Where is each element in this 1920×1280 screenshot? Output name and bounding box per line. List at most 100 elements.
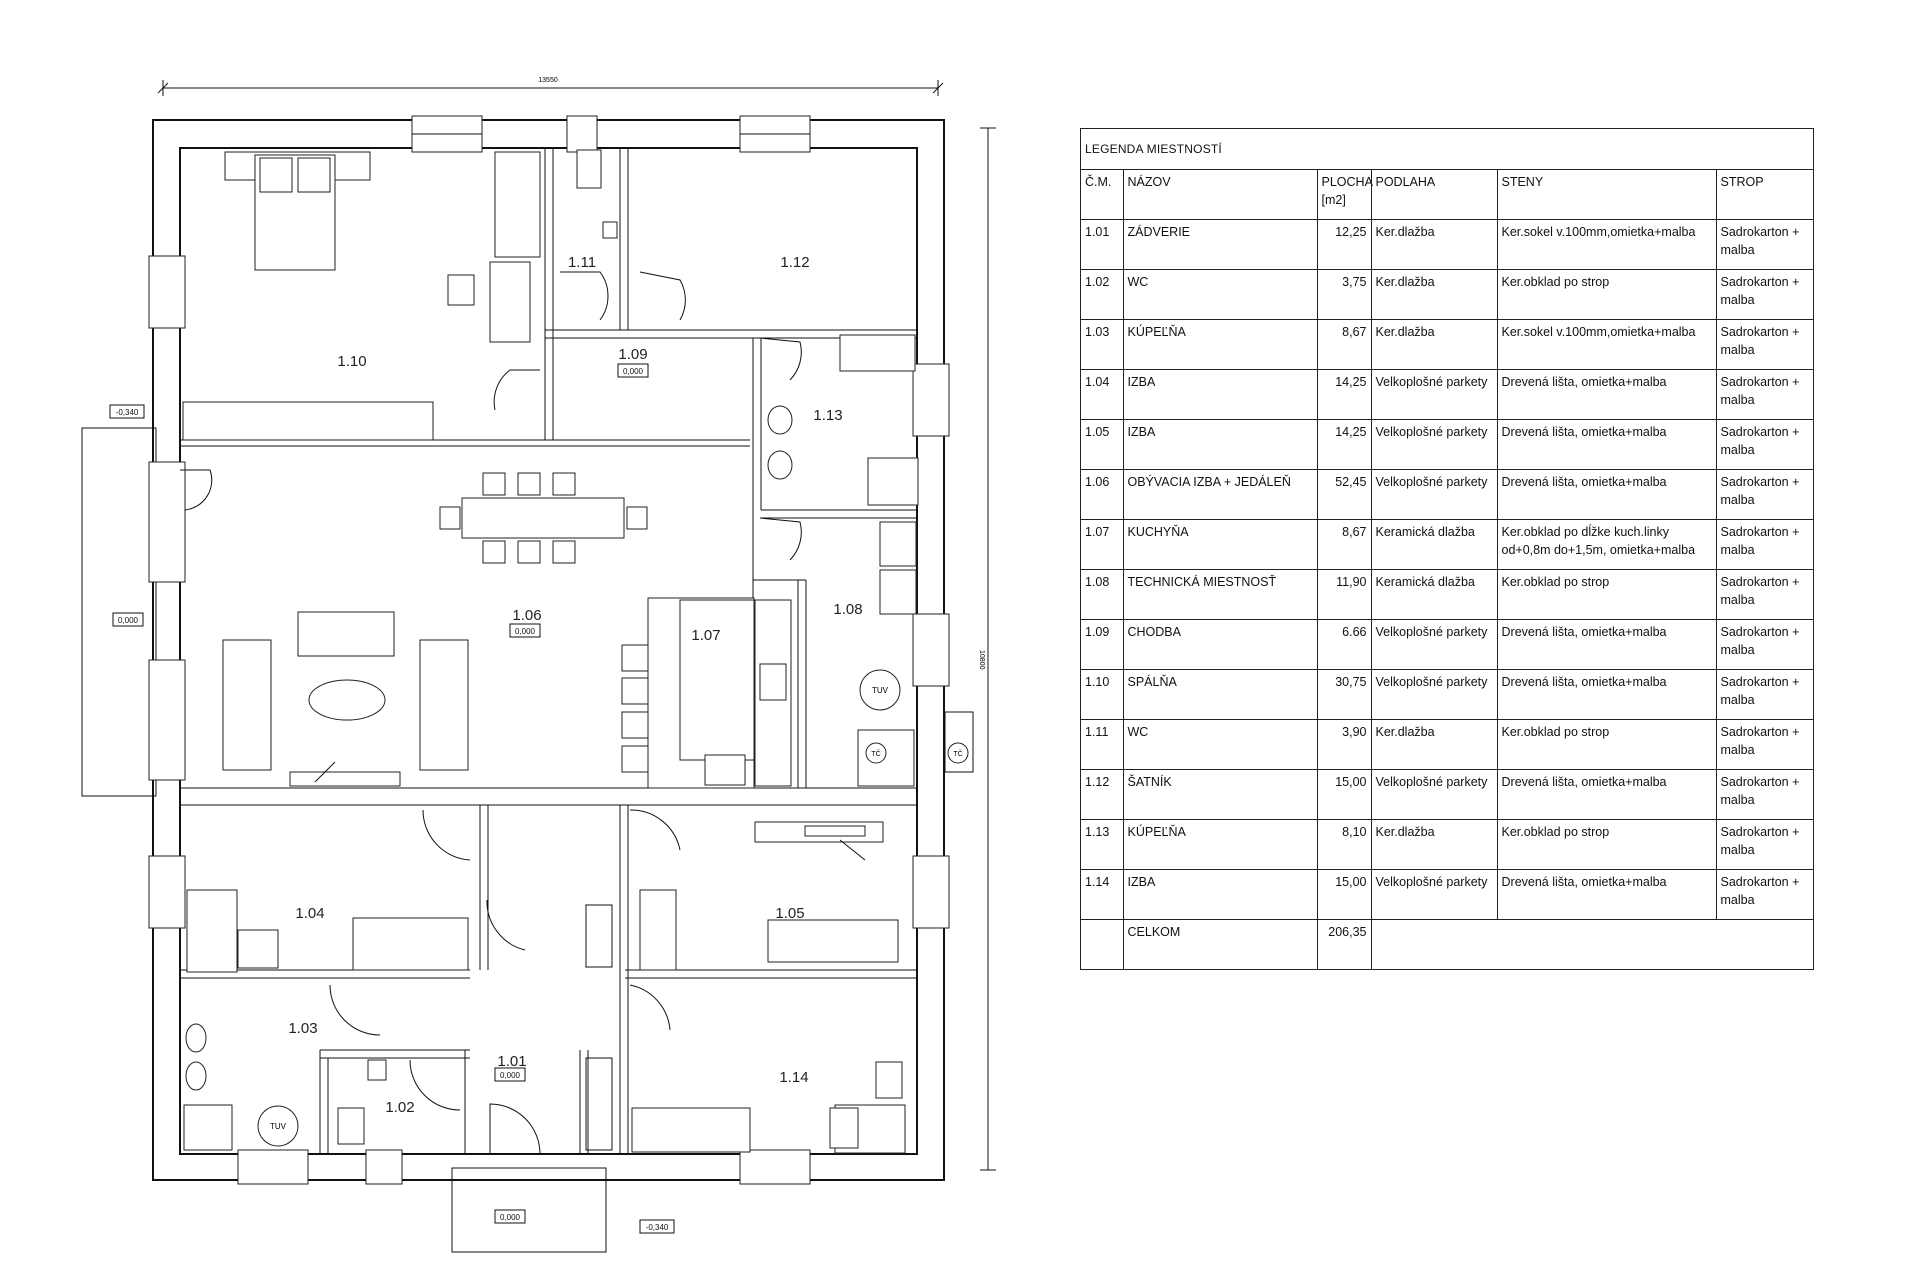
legend-cell-walls: Ker.obklad po strop	[1496, 719, 1717, 770]
kitchen-furniture	[621, 597, 792, 789]
legend-cell-cm: 1.13	[1081, 819, 1124, 870]
height-dimension: 10800	[978, 650, 985, 670]
boiler-label-2: TUV	[270, 1122, 287, 1131]
level-bottom-outside: -0,340	[646, 1223, 669, 1232]
legend-cell-walls: Drevená lišta, omietka+malba	[1496, 369, 1717, 420]
legend-cell-cm: 1.10	[1081, 669, 1124, 720]
legend-cell-walls: Ker.obklad po strop	[1496, 269, 1717, 320]
legend-cell-floor: Ker.dlažba	[1370, 819, 1498, 870]
legend-cell-ceiling: Sadrokarton + malba	[1715, 519, 1813, 570]
legend-cell-name: IZBA	[1122, 419, 1318, 470]
room-label-109: 1.09	[618, 346, 647, 363]
outer-walls	[152, 119, 945, 1181]
heat-pump-label: TČ	[871, 749, 880, 758]
legend-cell-floor: Velkoplošné parkety	[1370, 669, 1498, 720]
boiler-label: TUV	[872, 686, 889, 695]
legend-total-filler	[1370, 919, 1813, 969]
legend-cell-name: KUCHYŇA	[1122, 519, 1318, 570]
legend-cell-walls: Ker.sokel v.100mm,omietka+malba	[1496, 319, 1717, 370]
header-name: NÁZOV	[1122, 170, 1318, 220]
legend-cell-ceiling: Sadrokarton + malba	[1715, 719, 1813, 770]
legend-cell-cm: 1.05	[1081, 419, 1124, 470]
rooms-104-105-furniture	[186, 821, 899, 973]
legend-cell-name: ZÁDVERIE	[1122, 219, 1318, 270]
legend-cell-name: WC	[1122, 719, 1318, 770]
legend-cell-walls: Ker.obklad po strop	[1496, 819, 1717, 870]
legend-cell-walls: Ker.obklad po dĺžke kuch.linky od+0,8m d…	[1496, 519, 1717, 570]
legend-cell-name: IZBA	[1122, 869, 1318, 920]
legend-cell-cm: 1.14	[1081, 869, 1124, 920]
technical-room-equipment: TUV TČ TČ	[857, 521, 969, 787]
legend-cell-walls: Ker.sokel v.100mm,omietka+malba	[1496, 219, 1717, 270]
legend-cell-area: 52,45	[1316, 469, 1372, 520]
legend-cell-walls: Drevená lišta, omietka+malba	[1496, 469, 1717, 520]
legend-cell-cm: 1.11	[1081, 719, 1124, 770]
floor-plan: 13550 10800	[81, 77, 996, 1253]
room-114-furniture	[631, 1061, 906, 1154]
legend-cell-cm: 1.09	[1081, 619, 1124, 670]
legend-cell-name: ŠATNÍK	[1122, 769, 1318, 820]
header-area-2: [m2]	[1321, 193, 1346, 207]
legend-cell-floor: Velkoplošné parkety	[1370, 369, 1498, 420]
legend-cell-floor: Velkoplošné parkety	[1370, 469, 1498, 520]
legend-cell-area: 8,10	[1316, 819, 1372, 870]
legend-cell-area: 8,67	[1316, 319, 1372, 370]
windows	[148, 115, 950, 1185]
level-terrace: 0,000	[118, 616, 139, 625]
legend-cell-ceiling: Sadrokarton + malba	[1715, 669, 1813, 720]
legend-cell-walls: Ker.obklad po strop	[1496, 569, 1717, 620]
legend-cell-ceiling: Sadrokarton + malba	[1715, 319, 1813, 370]
header-walls: STENY	[1496, 170, 1717, 220]
legend-cell-cm: 1.12	[1081, 769, 1124, 820]
room-label-105: 1.05	[775, 905, 804, 922]
legend-cell-area: 6.66	[1316, 619, 1372, 670]
legend-cell-area: 30,75	[1316, 669, 1372, 720]
legend-cell-area: 11,90	[1316, 569, 1372, 620]
legend-cell-area: 14,25	[1316, 419, 1372, 470]
legend-cell-name: KÚPEĽŇA	[1122, 319, 1318, 370]
living-furniture	[222, 472, 648, 787]
legend-cell-floor: Keramická dlažba	[1370, 519, 1498, 570]
legend-cell-area: 3,75	[1316, 269, 1372, 320]
legend-cell-cm: 1.06	[1081, 469, 1124, 520]
room-label-112: 1.12	[780, 254, 809, 271]
legend-cell-ceiling: Sadrokarton + malba	[1715, 369, 1813, 420]
dimension-lines: 13550 10800	[157, 77, 996, 1171]
room-label-104: 1.04	[295, 905, 324, 922]
legend-header-row: Č.M. NÁZOV PLOCHA[m2] PODLAHA STENY STRO…	[1081, 170, 1813, 220]
level-tags: -0,340 0,000 0,000 0,000 0,000 0,000 -0,…	[109, 363, 675, 1234]
room-label-111: 1.11	[568, 254, 596, 271]
legend-cell-area: 3,90	[1316, 719, 1372, 770]
legend-cell-ceiling: Sadrokarton + malba	[1715, 419, 1813, 470]
level-left-outside: -0,340	[116, 408, 139, 417]
legend-cell-ceiling: Sadrokarton + malba	[1715, 619, 1813, 670]
legend-cell-floor: Velkoplošné parkety	[1370, 619, 1498, 670]
bathroom-103-fixtures: TUV	[183, 1023, 387, 1151]
header-ceiling: STROP	[1715, 170, 1813, 220]
legend-cell-walls: Drevená lišta, omietka+malba	[1496, 769, 1717, 820]
room-label-114: 1.14	[779, 1069, 808, 1086]
room-numbers: 1.10 1.11 1.12 1.09 1.13 1.06 1.07 1.08 …	[288, 254, 862, 1116]
legend-cell-floor: Velkoplošné parkety	[1370, 769, 1498, 820]
room-label-110: 1.10	[337, 353, 366, 370]
legend-total-label: CELKOM	[1122, 919, 1318, 969]
room-label-107: 1.07	[691, 627, 720, 644]
room-label-106: 1.06	[512, 607, 541, 624]
room-label-101: 1.01	[497, 1053, 526, 1070]
legend-table: Č.M. NÁZOV PLOCHA[m2] PODLAHA STENY STRO…	[1081, 170, 1813, 969]
legend-cell-floor: Ker.dlažba	[1370, 219, 1498, 270]
legend-cell-ceiling: Sadrokarton + malba	[1715, 469, 1813, 520]
legend-cell-walls: Drevená lišta, omietka+malba	[1496, 669, 1717, 720]
legend-cell-ceiling: Sadrokarton + malba	[1715, 819, 1813, 870]
width-dimension: 13550	[538, 77, 558, 84]
legend-cell-area: 15,00	[1316, 869, 1372, 920]
legend-cell-floor: Keramická dlažba	[1370, 569, 1498, 620]
